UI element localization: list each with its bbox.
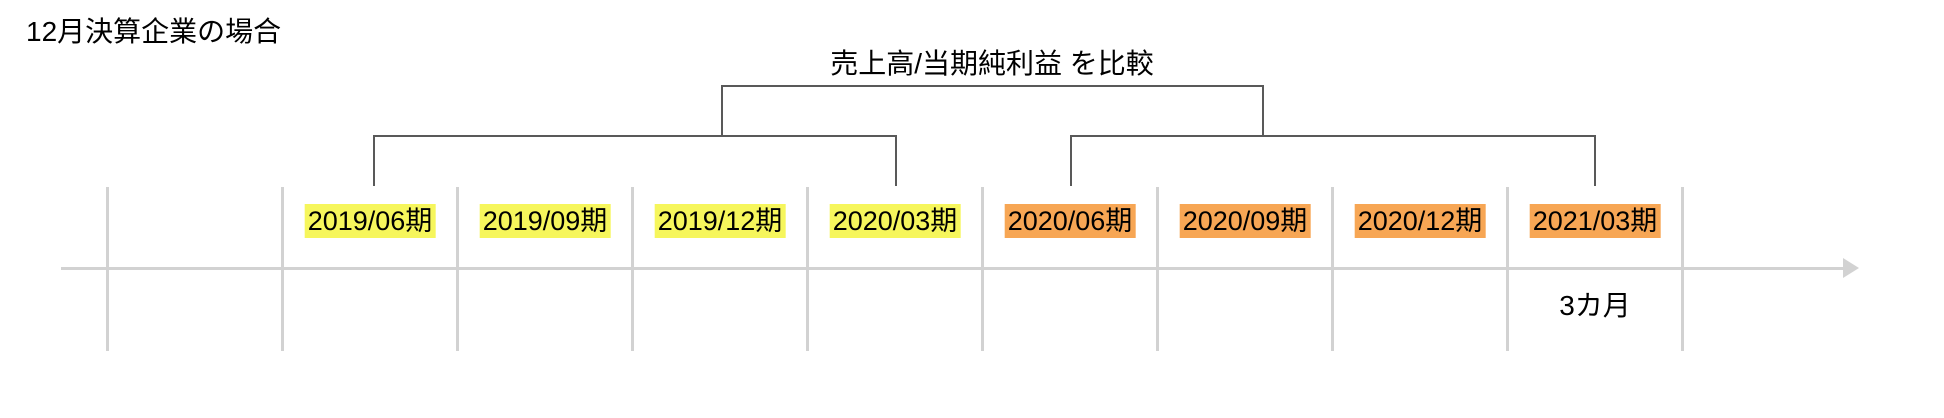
fy2019-group-bracket <box>373 135 897 186</box>
timeline-tick <box>1506 187 1509 351</box>
timeline-tick <box>106 187 109 351</box>
timeline-tick <box>456 187 459 351</box>
period-label-2020-12: 2020/12期 <box>1354 204 1486 238</box>
period-label-2020-03: 2020/03期 <box>829 204 961 238</box>
period-label-2019-09: 2019/09期 <box>479 204 611 238</box>
timeline-tick <box>1681 187 1684 351</box>
timeline-tick <box>981 187 984 351</box>
timeline-tick <box>1156 187 1159 351</box>
period-label-2020-09: 2020/09期 <box>1179 204 1311 238</box>
period-label-2019-06: 2019/06期 <box>304 204 436 238</box>
timeline-tick <box>631 187 634 351</box>
period-label-2021-03: 2021/03期 <box>1529 204 1661 238</box>
period-label-2019-12: 2019/12期 <box>654 204 786 238</box>
timeline-tick <box>1331 187 1334 351</box>
interval-label: 3カ月 <box>1559 290 1631 321</box>
comparison-bracket <box>721 85 1264 135</box>
timeline-tick <box>281 187 284 351</box>
page-title: 12月決算企業の場合 <box>26 16 282 47</box>
timeline-tick <box>806 187 809 351</box>
fy2020-group-bracket <box>1070 135 1596 186</box>
timeline-axis <box>61 267 1845 270</box>
comparison-label: 売上高/当期純利益 を比較 <box>830 48 1154 79</box>
period-label-2020-06: 2020/06期 <box>1004 204 1136 238</box>
timeline-arrowhead-icon <box>1843 258 1859 278</box>
